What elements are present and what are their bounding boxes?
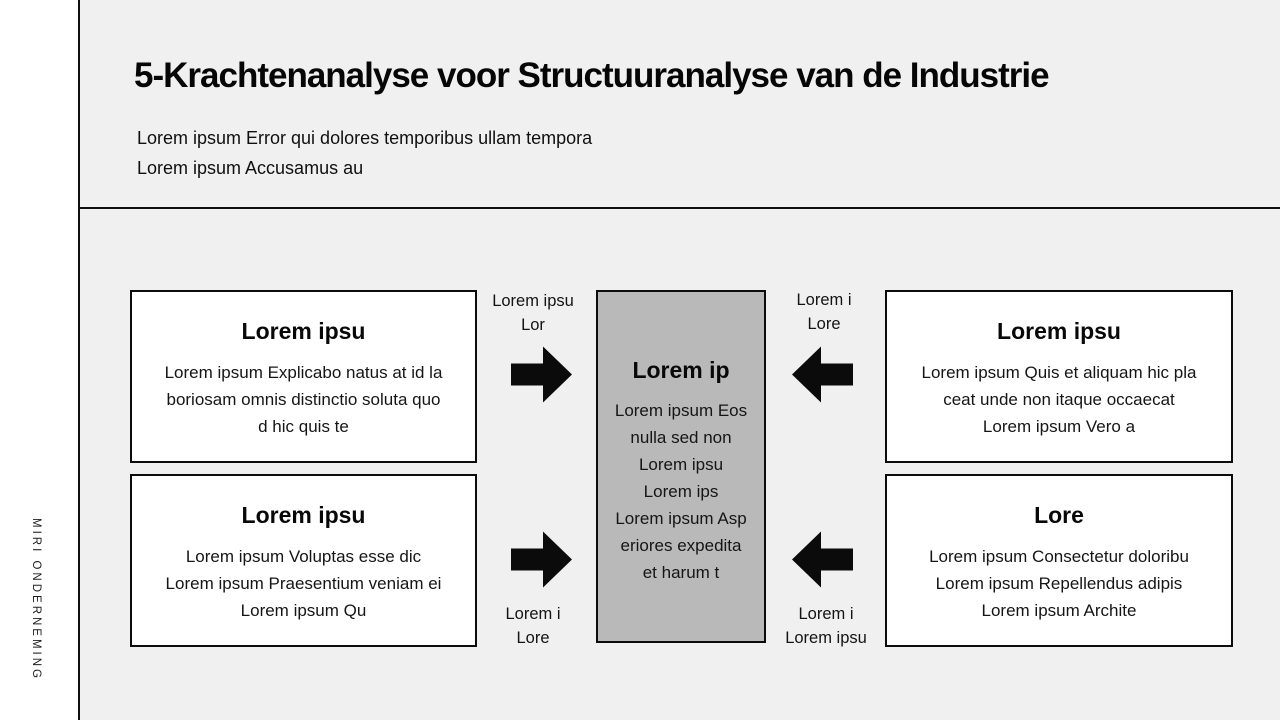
- force-box-center: Lorem ip Lorem ipsum Eos nulla sed non L…: [596, 290, 766, 643]
- arrow-label-line: Lore: [516, 629, 550, 647]
- arrow-right-icon: [511, 530, 573, 589]
- force-box-text-line: Lorem ipsum Asp: [615, 509, 747, 528]
- force-box-text-line: d hic quis te: [258, 417, 349, 436]
- arrow-label-top-right: Lorem i Lore: [764, 288, 884, 336]
- brand-vertical-text: MIRI ONDERNEMING: [30, 518, 42, 681]
- arrow-label-bottom-left: Lorem i Lore: [473, 602, 593, 650]
- force-box-text-line: Lorem ipsum Explicabo natus at id la: [164, 363, 443, 382]
- force-box-title: Lore: [1034, 502, 1084, 528]
- force-box-title: Lorem ipsu: [997, 318, 1121, 344]
- arrow-label-bottom-right: Lorem i Lorem ipsu: [766, 602, 886, 650]
- subtitle-line: Lorem ipsum Accusamus au: [137, 158, 364, 178]
- arrow-label-line: Lorem ipsu: [492, 292, 574, 310]
- force-box-text-line: Lorem ipsum Quis et aliquam hic pla: [921, 363, 1197, 382]
- force-box-text-line: eriores expedita: [620, 536, 742, 555]
- force-box-text-line: Lorem ipsum Voluptas esse dic: [185, 547, 422, 566]
- force-box-top-left: Lorem ipsu Lorem ipsum Explicabo natus a…: [130, 290, 477, 463]
- force-box-text-line: Lorem ipsu: [638, 455, 724, 474]
- force-box-text-line: Lorem ipsum Qu: [240, 601, 367, 620]
- arrow-label-line: Lore: [807, 315, 841, 333]
- force-box-text-line: Lorem ipsum Repellendus adipis: [935, 574, 1183, 593]
- force-box-title: Lorem ipsu: [241, 318, 366, 344]
- force-box-text-line: Lorem ipsum Consectetur doloribu: [929, 547, 1189, 566]
- force-box-top-right: Lorem ipsu Lorem ipsum Quis et aliquam h…: [885, 290, 1233, 463]
- slide-subtitle: Lorem ipsum Error qui dolores temporibus…: [137, 123, 592, 183]
- arrow-left-icon: [791, 345, 853, 404]
- arrow-label-line: Lor: [521, 316, 545, 334]
- force-box-text-line: boriosam omnis distinctio soluta quo: [166, 390, 441, 409]
- force-box-text-line: et harum t: [642, 563, 720, 582]
- arrow-label-top-left: Lorem ipsu Lor: [473, 289, 593, 337]
- arrow-label-line: Lorem i: [798, 605, 854, 623]
- arrow-right-icon: [511, 345, 573, 404]
- force-box-text-line: Lorem ipsum Vero a: [982, 417, 1136, 436]
- vertical-divider: [78, 0, 80, 720]
- force-box-text-line: Lorem ipsum Eos: [614, 401, 748, 420]
- header-divider: [78, 207, 1280, 209]
- left-sidebar: MIRI ONDERNEMING: [0, 0, 78, 720]
- force-box-title: Lorem ip: [632, 357, 730, 383]
- arrow-label-line: Lorem i: [796, 291, 852, 309]
- slide-title: 5-Krachtenanalyse voor Structuuranalyse …: [134, 56, 1050, 95]
- force-box-bottom-left: Lorem ipsu Lorem ipsum Voluptas esse dic…: [130, 474, 477, 647]
- arrow-label-line: Lorem i: [505, 605, 561, 623]
- force-box-text-line: Lorem ipsum Archite: [981, 601, 1137, 620]
- force-box-text-line: Lorem ips: [643, 482, 719, 501]
- force-box-title: Lorem ipsu: [241, 502, 366, 528]
- force-box-text-line: ceat unde non itaque occaecat: [943, 390, 1175, 409]
- arrow-label-line: Lorem ipsu: [785, 629, 867, 647]
- force-box-bottom-right: Lore Lorem ipsum Consectetur doloribu Lo…: [885, 474, 1233, 647]
- arrow-left-icon: [791, 530, 853, 589]
- subtitle-line: Lorem ipsum Error qui dolores temporibus…: [137, 128, 593, 148]
- force-box-text-line: nulla sed non: [630, 428, 732, 447]
- force-box-text-line: Lorem ipsum Praesentium veniam ei: [165, 574, 442, 593]
